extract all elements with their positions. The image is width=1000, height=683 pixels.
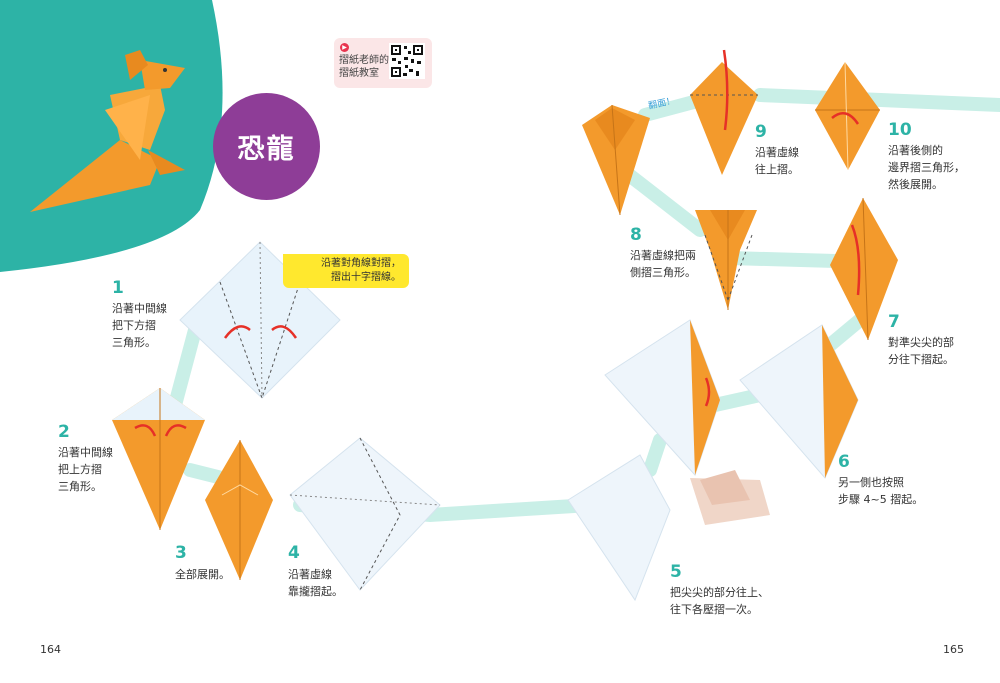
- qr-box: ▶ 摺紙老師的 摺紙教室: [334, 38, 432, 88]
- step-6-number: 6: [838, 452, 850, 472]
- step-1-number: 1: [112, 278, 124, 298]
- flip-paper: [582, 104, 650, 216]
- step-3-text: 全部展開。: [175, 568, 230, 581]
- page-number-right: 165: [943, 643, 964, 656]
- page-number-left: 164: [40, 643, 61, 656]
- qr-code-icon[interactable]: [389, 43, 425, 79]
- step-3-number: 3: [175, 543, 187, 563]
- step3-paper: [205, 440, 273, 580]
- tip-line1: 沿著對角線對摺，: [321, 258, 401, 269]
- step4-paper: [289, 437, 441, 591]
- step-8-number: 8: [630, 225, 642, 245]
- page-title: 恐龍: [213, 93, 320, 200]
- step-4-number: 4: [288, 543, 300, 563]
- step-1-text: 沿著中間線 把下方摺 三角形。: [112, 302, 167, 349]
- step9-paper: [690, 49, 758, 175]
- tip-line2: 摺出十字摺線。: [331, 272, 401, 283]
- teal-corner-panel: [0, 0, 223, 272]
- step-5-number: 5: [670, 562, 682, 582]
- qr-caption-line2: 摺紙教室: [339, 68, 379, 79]
- step-2-text: 沿著中間線 把上方摺 三角形。: [58, 446, 113, 493]
- tip-box: 沿著對角線對摺， 摺出十字摺線。: [283, 254, 409, 288]
- step8-paper: [695, 210, 757, 310]
- step2-paper: [112, 388, 205, 530]
- step-4-text: 沿著虛線 靠攏摺起。: [288, 568, 343, 598]
- play-icon: ▶: [340, 43, 349, 52]
- step10-paper: [815, 61, 880, 171]
- step6-paper: [604, 319, 859, 479]
- step5-paper: [567, 454, 770, 602]
- step-9-text: 沿著虛線 往上摺。: [755, 146, 799, 176]
- step-7-text: 對準尖尖的部 分往下摺起。: [888, 336, 954, 366]
- step-7-number: 7: [888, 312, 900, 332]
- step7-paper: [830, 197, 898, 341]
- step-9-number: 9: [755, 122, 767, 142]
- qr-caption-line1: 摺紙老師的: [339, 55, 389, 66]
- step-10-number: 10: [888, 120, 912, 140]
- qr-caption: 摺紙老師的 摺紙教室: [339, 54, 389, 80]
- step-8-text: 沿著虛線把兩 側摺三角形。: [630, 249, 696, 279]
- step-10-text: 沿著後側的 邊界摺三角形， 然後展開。: [888, 144, 965, 191]
- step-5-text: 把尖尖的部分往上、 往下各壓摺一次。: [670, 586, 769, 616]
- step-6-text: 另一側也按照 步驟 4~5 摺起。: [838, 476, 924, 506]
- step-2-number: 2: [58, 422, 70, 442]
- dinosaur-model: [30, 50, 185, 212]
